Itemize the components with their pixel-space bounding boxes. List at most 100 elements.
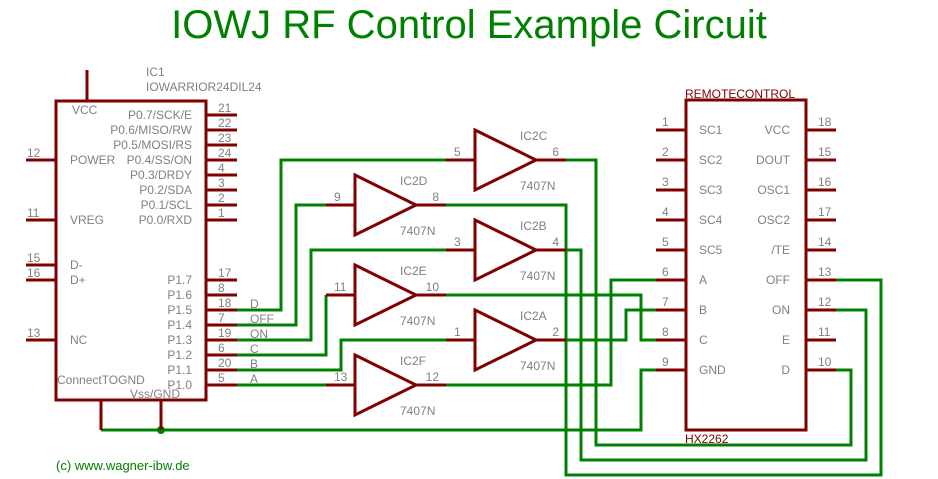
- hx2262-pin-label: OFF: [766, 273, 790, 287]
- buffer-input-number: 11: [334, 280, 347, 294]
- ic1-body: [54, 99, 208, 402]
- hx2262-pin-label: DOUT: [756, 153, 791, 167]
- net-label-c: C: [250, 342, 259, 356]
- hx2262-body: [684, 98, 808, 432]
- ic1-pin-label: P0.6/MISO/RW: [110, 123, 192, 137]
- ic1-pin-label: P0.2/SDA: [139, 183, 192, 197]
- ic1-iowarrior: IC1 IOWARRIOR24DIL24 VCC ConnectTOGND Vs…: [26, 65, 274, 430]
- buffer-output-number: 4: [552, 235, 559, 249]
- ic1-pin-number: 15: [27, 251, 41, 265]
- hx2262-pin-number: 8: [662, 325, 669, 339]
- net-c-ic1-to-ic2e: [237, 295, 328, 357]
- ic1-pin-label: P1.1: [167, 363, 192, 377]
- ic1-pin-number: 3: [218, 176, 225, 190]
- ic1-pin-number: 11: [27, 206, 40, 220]
- ic1-pin-label: P1.7: [167, 273, 192, 287]
- ic1-ref: IC1: [146, 65, 165, 79]
- ic1-right-pins: 21P0.7/SCK/E22P0.6/MISO/RW23P0.5/MOSI/RS…: [110, 101, 274, 392]
- hx2262-pin-label: SC3: [699, 183, 723, 197]
- hx2262-pin-number: 15: [818, 145, 832, 159]
- net-label-a: A: [250, 372, 258, 386]
- hx2262-pin-label: SC1: [699, 123, 723, 137]
- buffer-triangle: [473, 217, 540, 283]
- hx2262-pin-number: 6: [662, 265, 669, 279]
- ic1-pin-number: 1: [218, 206, 225, 220]
- buffer-triangle: [353, 352, 420, 418]
- buffer-value: 7407N: [400, 404, 435, 418]
- buffer-output-number: 6: [552, 145, 559, 159]
- ic1-pin-number: 8: [218, 281, 225, 295]
- net-on-ic2b-to-hx: [566, 248, 868, 462]
- hx2262-pin-number: 9: [662, 355, 669, 369]
- hx2262-ref: REMOTECONTROL: [685, 87, 795, 101]
- hx2262-pin-number: 3: [662, 175, 669, 189]
- ic1-pin-label: P0.7/SCK/E: [128, 108, 192, 122]
- buffer-triangle: [353, 172, 420, 238]
- net-label-on: ON: [250, 327, 268, 341]
- buffer-value: 7407N: [400, 224, 435, 238]
- buffer-ref: IC2D: [400, 174, 428, 188]
- hx2262-pin-label: /TE: [771, 243, 790, 257]
- schematic-title: IOWJ RF Control Example Circuit: [171, 3, 767, 47]
- ic1-pin-label: POWER: [70, 153, 116, 167]
- buffer-output-number: 8: [432, 190, 439, 204]
- buffer-input-number: 1: [454, 325, 461, 339]
- ic1-value: IOWARRIOR24DIL24: [146, 80, 262, 94]
- ic1-pin-label: NC: [70, 333, 88, 347]
- hx2262-pin-label: A: [699, 273, 707, 287]
- net-label-b: B: [250, 357, 258, 371]
- hx2262-pin-label: E: [782, 333, 790, 347]
- buffer-output-number: 2: [552, 325, 559, 339]
- buffer-value: 7407N: [520, 179, 555, 193]
- net-d-ic1-to-ic2c: [237, 158, 446, 312]
- net-a-ic2f-to-hx: [446, 278, 656, 387]
- net-on-ic1-to-ic2b: [237, 248, 446, 342]
- net-b-ic2a-to-hx: [566, 308, 656, 342]
- net-d-ic2c-to-hx: [566, 158, 853, 447]
- buffer-triangle: [353, 262, 420, 328]
- ic1-pin-number: 19: [218, 326, 232, 340]
- hx2262-pin-label: SC2: [699, 153, 723, 167]
- hx2262-pin-label: OSC2: [757, 213, 790, 227]
- hx2262-pin-label: ON: [772, 303, 790, 317]
- ic1-pin-label: P0.0/RXD: [139, 213, 193, 227]
- buffer-ref: IC2F: [400, 354, 426, 368]
- hx2262-value: HX2262: [685, 432, 729, 446]
- hx2262-pin-number: 1: [662, 115, 669, 129]
- ic1-pin-number: 12: [27, 146, 41, 160]
- buffer-triangle: [473, 127, 540, 193]
- hx2262-pin-label: D: [781, 363, 790, 377]
- nets: [101, 158, 883, 477]
- net-b-ic1-to-ic2a: [237, 338, 446, 372]
- ic1-pin-label: D+: [70, 273, 86, 287]
- ic1-pin-number: 2: [218, 191, 225, 205]
- ic1-pin-number: 20: [218, 356, 232, 370]
- buffer-output-number: 10: [426, 280, 440, 294]
- ic1-pin-label: VREG: [70, 213, 104, 227]
- ic1-pin-number: 4: [218, 161, 225, 175]
- hx2262-pin-number: 16: [818, 175, 832, 189]
- hx2262-pin-number: 13: [818, 265, 832, 279]
- hx2262-pin-number: 18: [818, 115, 832, 129]
- hx2262-remotecontrol: REMOTECONTROL HX2262 1SC12SC23SC34SC45SC…: [656, 87, 836, 446]
- buffer-ref: IC2A: [520, 309, 547, 323]
- hx2262-pin-number: 11: [818, 325, 831, 339]
- ic1-pin-label: P1.0: [167, 378, 192, 392]
- ic1-pin-number: 24: [218, 146, 232, 160]
- hx2262-pin-label: GND: [699, 363, 726, 377]
- buffer-value: 7407N: [520, 269, 555, 283]
- net-label-d: D: [250, 297, 259, 311]
- hx2262-right-pins: 18VCC15DOUT16OSC117OSC214/TE13OFF12ON11E…: [756, 115, 836, 377]
- hx2262-pin-number: 7: [662, 295, 669, 309]
- buffer-input-number: 3: [454, 235, 461, 249]
- hx2262-pin-number: 2: [662, 145, 669, 159]
- hx2262-pin-number: 17: [818, 205, 832, 219]
- net-c-ic2e-to-hx: [446, 293, 656, 342]
- hx2262-pin-label: SC4: [699, 213, 723, 227]
- hx2262-pin-number: 14: [818, 235, 832, 249]
